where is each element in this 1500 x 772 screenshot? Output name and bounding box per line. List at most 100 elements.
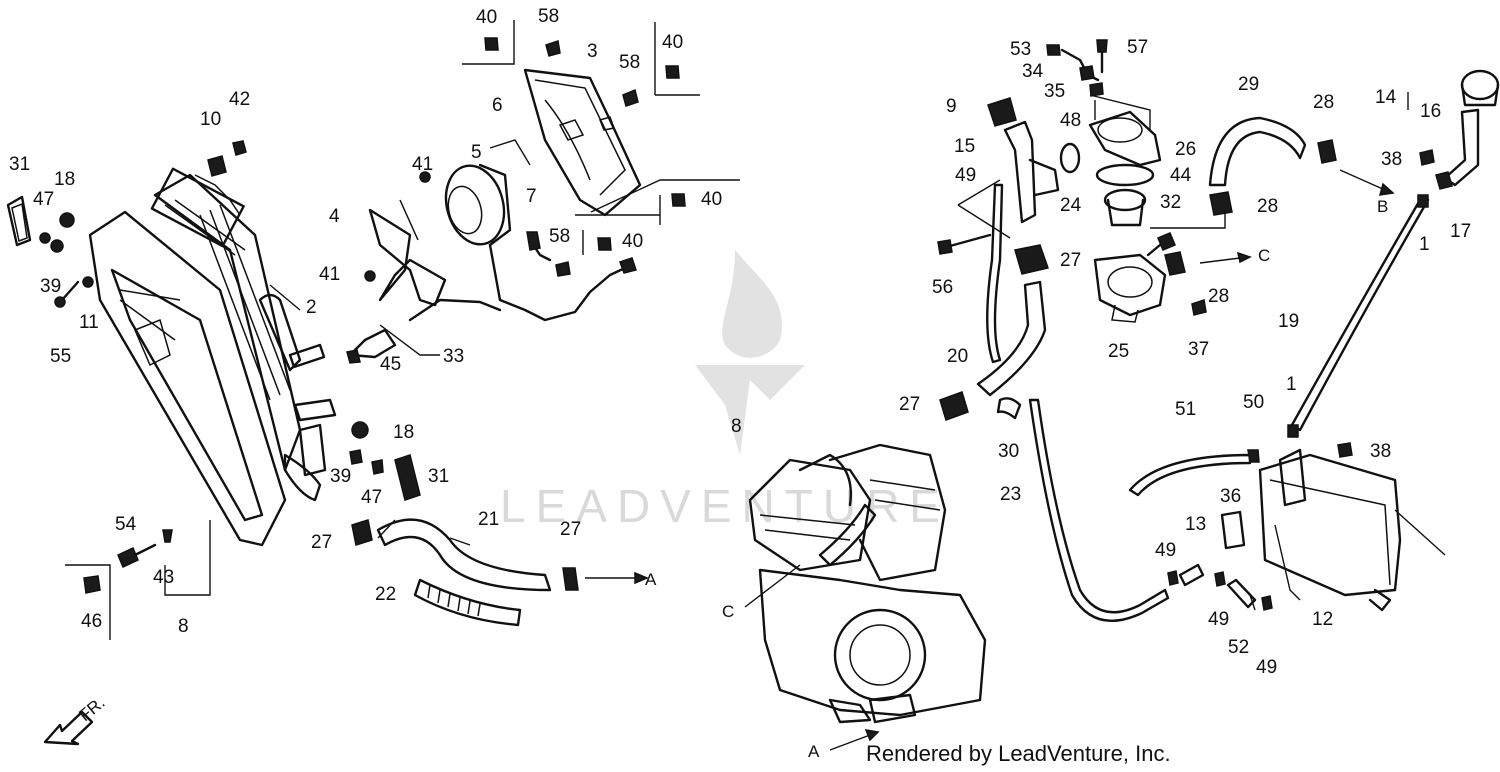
part-52-hose [1226,578,1257,609]
part-44-o-ring [1095,163,1155,187]
front-direction-label: FR. [75,693,108,725]
callout-49-lower: 49 [1256,657,1277,678]
part-34-bracket [1079,65,1095,81]
callout-20: 20 [947,346,968,367]
callout-18-upper: 18 [54,169,75,190]
part-35-collar [1089,82,1104,97]
callout-58-lower: 58 [549,226,570,247]
callout-54: 54 [115,514,137,535]
callout-14: 14 [1375,87,1397,108]
part-1-clip-upper [1417,194,1429,208]
leadventure-watermark: LEADVENTURE [500,250,940,532]
callout-38-upper: 38 [1381,149,1402,170]
callout-52: 52 [1228,637,1249,658]
callout-6: 6 [492,95,503,116]
callout-27-lower: 27 [899,394,920,415]
callout-18-lower: 18 [393,422,414,443]
callout-17: 17 [1450,221,1471,242]
part-39-washer [50,239,64,253]
part-41-nut [419,171,431,183]
fan-blades [368,208,447,307]
ref-a-engine: A [808,742,820,761]
callout-24: 24 [1060,195,1082,216]
callout-1-upper: 1 [1419,234,1430,255]
part-11-grommet [82,276,94,288]
part-16-filler-neck [1443,108,1480,187]
part-58-bolt-b [622,88,639,107]
callout-33: 33 [443,346,464,367]
callout-32: 32 [1160,192,1181,213]
radiator-core [153,173,302,472]
callout-44: 44 [1170,165,1192,186]
callout-22: 22 [375,584,396,605]
callout-42: 42 [229,89,250,110]
v-logo-icon [695,365,805,455]
part-24-thermostat [1103,188,1147,212]
part-49-hose-left [986,183,1004,364]
part-25-thermostat-housing [1093,253,1167,317]
part-28-clamp-mid [1164,251,1186,276]
callout-40-mid: 40 [701,189,722,210]
callout-16: 16 [1420,101,1441,122]
render-credit: Rendered by LeadVenture, Inc. [866,741,1171,766]
callout-56: 56 [932,277,953,298]
part-42-nut [232,140,247,156]
part-9-clamp [987,97,1017,127]
callout-39-lower: 39 [330,466,351,487]
part-58-bolt-c [555,261,571,277]
fan-connector [619,257,637,274]
part-57-bolt [1096,39,1108,53]
part-55-bolt [60,280,80,302]
callout-27-left: 27 [311,532,332,553]
part-10-bushing [207,155,227,177]
engine-cover [833,608,927,702]
callout-40-top-right: 40 [662,32,683,53]
radiator-upper-tank [150,167,245,248]
fan-wiring [488,243,627,322]
part-18-grommet [59,212,75,228]
part-32-switch [1157,232,1176,251]
callout-15: 15 [954,136,975,157]
ref-b: B [1377,197,1388,216]
part-47-lower-collar [371,459,384,475]
part-18-lower-grommet [351,421,369,439]
callout-49-left: 49 [1155,540,1176,561]
callout-25: 25 [1108,341,1129,362]
reserve-tank-assembly [1128,69,1500,612]
callout-41-lower: 41 [319,264,340,285]
part-46-nut [83,575,101,594]
callout-41-upper: 41 [412,154,433,175]
callout-53: 53 [1010,39,1031,60]
callout-31-upper: 31 [9,154,30,175]
callout-45: 45 [380,354,401,375]
callout-36: 36 [1220,486,1241,507]
callout-27-mid: 27 [1060,250,1081,271]
part-49-clip-c [1261,595,1273,611]
part-26-thermostat-cover [1088,110,1162,167]
part-40-nut-c [671,193,686,207]
part-12-reserve-tank [1258,453,1402,597]
callout-31-lower: 31 [428,466,449,487]
thermostat-assembly [937,39,1273,622]
part-47-collar [39,232,51,244]
fan-shroud [523,68,642,217]
part-19-hose [1290,198,1430,432]
part-58-bolt-a [545,40,561,57]
part-54-bolt [117,546,139,569]
callout-1-lower: 1 [1286,374,1297,395]
callout-5: 5 [471,142,482,163]
callout-21: 21 [478,509,499,530]
callout-9: 9 [946,96,957,117]
ref-a-hose: A [645,570,657,589]
callout-49-upper: 49 [955,165,976,186]
part-48-gasket [1059,142,1081,174]
callout-50: 50 [1243,392,1264,413]
part-40-nut-d [597,237,612,251]
lower-hoses [351,518,579,627]
part-38-bolt-lower [1337,442,1353,458]
callout-58-right: 58 [619,52,640,73]
part-45-thermo-switch [348,328,397,359]
callout-3: 3 [587,41,598,62]
part-7-connector [526,231,541,251]
callout-40-top-left: 40 [476,7,497,28]
